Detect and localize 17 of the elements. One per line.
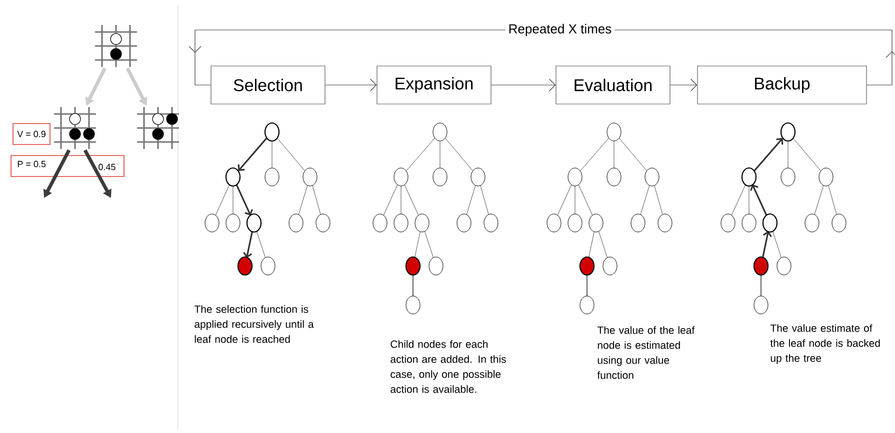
arrow xyxy=(670,78,698,92)
caption: Child nodes for each action are added. In this case, only one possible action is available. xyxy=(390,340,506,393)
step-box: Selection xyxy=(210,66,326,104)
go-board-drawing xyxy=(137,107,179,149)
arrow xyxy=(491,78,556,92)
caption: The value of the leaf node is estimated using our value function xyxy=(597,326,695,379)
go-board-drawing xyxy=(54,107,96,149)
value-box: V = 0.9 xyxy=(12,123,50,145)
go-board-drawing xyxy=(95,25,137,67)
caption: The selection function is applied recursively until a leaf node is reached xyxy=(194,305,314,343)
step-box: Expansion xyxy=(376,66,492,104)
arrow xyxy=(325,78,377,92)
caption: The value estimate of the leaf node is backed up the tree xyxy=(770,324,880,364)
step-box: Evaluation xyxy=(556,66,670,104)
probability-box: P = 0.5 0.45 xyxy=(10,155,124,177)
edge-label: Repeated X times xyxy=(509,24,612,36)
step-box: Backup xyxy=(697,66,867,104)
